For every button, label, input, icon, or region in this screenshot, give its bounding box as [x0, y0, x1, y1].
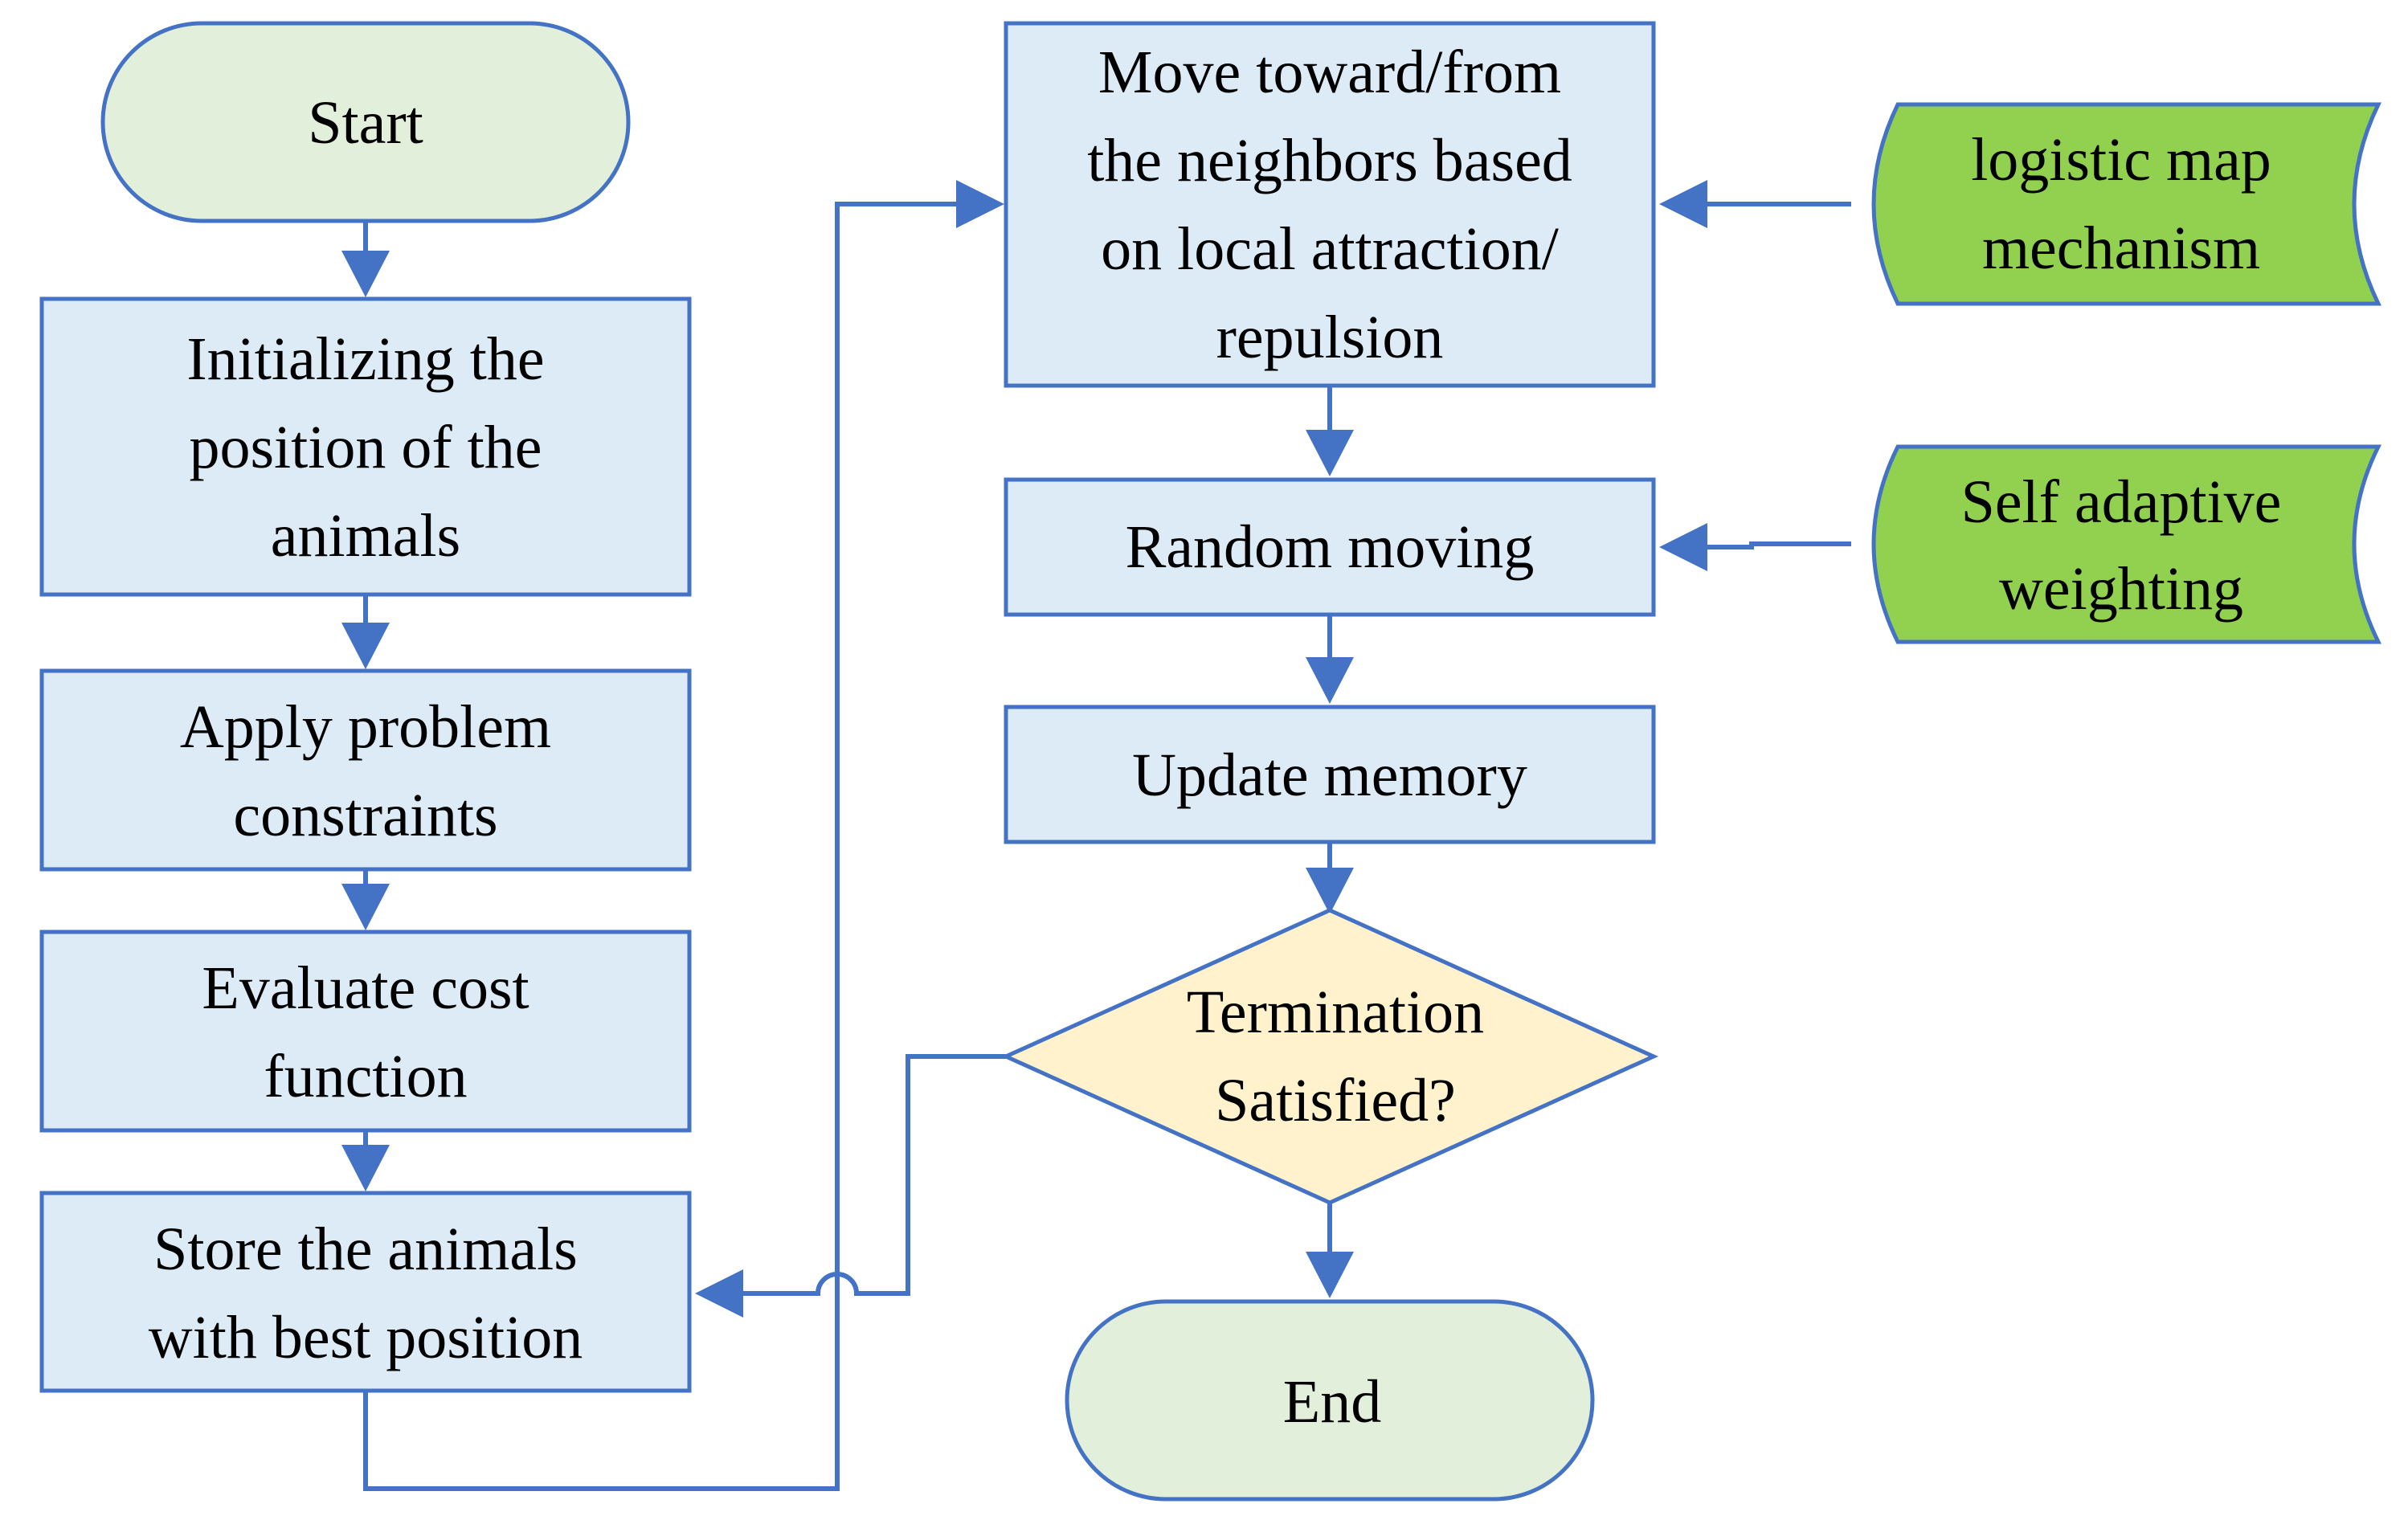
- connectors: [363, 202, 1851, 1491]
- logistic-label-line2: mechanism: [1982, 215, 2260, 282]
- arrowhead-termination: [1306, 868, 1354, 914]
- arrowhead-init: [341, 251, 390, 297]
- arrowhead-adaptive: [1659, 523, 1707, 571]
- arrowhead-constraints: [341, 623, 390, 669]
- update-label: Update memory: [1132, 742, 1527, 809]
- start-label: Start: [308, 89, 423, 157]
- arrowheads: [341, 180, 1707, 1318]
- evaluate-process: Evaluate cost function: [39, 930, 692, 1133]
- move-label-line2: the neighbors based: [1087, 127, 1572, 194]
- store-label-line2: with best position: [149, 1304, 583, 1371]
- move-label-line1: Move toward/from: [1098, 39, 1561, 106]
- init-label-line2: position of the: [189, 414, 542, 481]
- constraints-label-line1: Apply problem: [180, 693, 551, 761]
- store-process: Store the animals with best position: [39, 1191, 692, 1393]
- adaptive-label-line1: Self adaptive: [1961, 468, 2282, 536]
- evaluate-label-line2: function: [264, 1043, 467, 1110]
- start-terminal: Start: [100, 21, 631, 223]
- arrowhead-store: [341, 1145, 390, 1191]
- move-process: Move toward/from the neighbors based on …: [1004, 21, 1656, 388]
- arrow-store-to-move: [363, 202, 960, 1491]
- constraints-process: Apply problem constraints: [39, 668, 692, 872]
- random-label: Random moving: [1126, 513, 1535, 581]
- arrowhead-move: [956, 180, 1004, 228]
- termination-label-line2: Satisfied?: [1215, 1067, 1456, 1134]
- arrowhead-evaluate: [341, 884, 390, 930]
- adaptive-label-line2: weighting: [1999, 555, 2243, 623]
- arrowhead-update: [1306, 657, 1354, 704]
- arrow-termination-to-store: [739, 1054, 1006, 1296]
- termination-decision: Termination Satisfied?: [1000, 908, 1659, 1205]
- random-process: Random moving: [1004, 477, 1656, 617]
- update-process: Update memory: [1004, 705, 1656, 844]
- arrowhead-random: [1306, 430, 1354, 476]
- logistic-input: logistic map mechanism: [1871, 102, 2381, 306]
- end-label: End: [1283, 1368, 1381, 1436]
- constraints-label-line2: constraints: [233, 782, 497, 849]
- init-label-line1: Initializing the: [186, 325, 544, 393]
- init-process: Initializing the position of the animals: [39, 296, 692, 597]
- arrowhead-logistic: [1659, 180, 1707, 228]
- arrowhead-store-left: [695, 1269, 743, 1318]
- init-label-line3: animals: [271, 502, 460, 570]
- move-label-line3: on local attraction/: [1101, 215, 1560, 283]
- adaptive-input: Self adaptive weighting: [1871, 444, 2382, 644]
- arrow-adaptive-to-random: [1707, 541, 1851, 550]
- store-label-line1: Store the animals: [153, 1216, 578, 1283]
- arrowhead-end: [1306, 1252, 1354, 1298]
- move-label-line4: repulsion: [1216, 304, 1444, 371]
- evaluate-label-line1: Evaluate cost: [202, 954, 529, 1022]
- logistic-label-line1: logistic map: [1971, 126, 2271, 194]
- termination-label-line1: Termination: [1187, 979, 1484, 1046]
- end-terminal: End: [1065, 1299, 1595, 1502]
